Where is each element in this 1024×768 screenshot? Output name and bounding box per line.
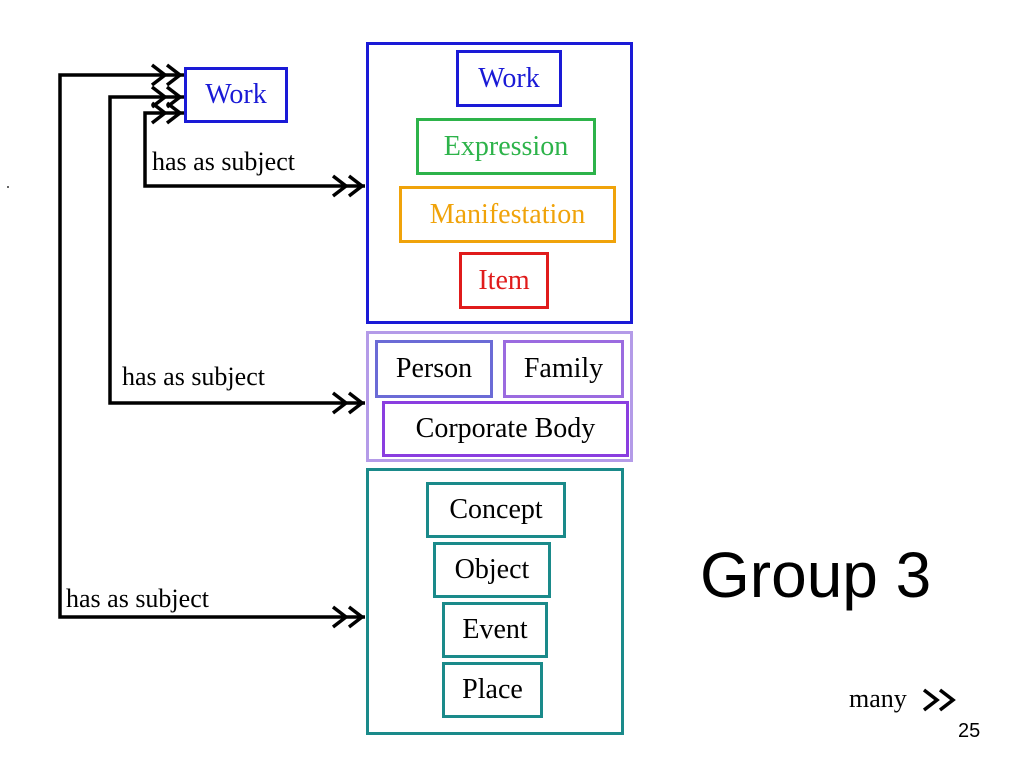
concept-label: Concept <box>449 494 543 525</box>
expression-box: Expression <box>416 118 596 175</box>
event-label: Event <box>462 614 528 645</box>
corporate-body-label: Corporate Body <box>415 413 596 444</box>
place-label: Place <box>462 674 523 705</box>
object-box: Object <box>433 542 551 598</box>
family-label: Family <box>523 353 604 384</box>
person-label: Person <box>395 353 473 384</box>
concept-box: Concept <box>426 482 566 538</box>
place-box: Place <box>442 662 543 718</box>
connector-group2 <box>108 95 365 405</box>
event-box: Event <box>442 602 548 658</box>
relationship-label-group1: has as subject <box>152 147 295 176</box>
object-label: Object <box>454 554 530 585</box>
connector-group3 <box>58 73 365 619</box>
manifestation-label: Manifestation <box>429 198 586 230</box>
relationship-label-group2: has as subject <box>122 362 265 391</box>
group1-work-box: Work <box>456 50 562 107</box>
work-entity-label: Work <box>205 79 267 110</box>
corporate-body-box: Corporate Body <box>382 401 629 457</box>
work-entity-box: Work <box>184 67 288 123</box>
manifestation-box: Manifestation <box>399 186 616 243</box>
group1-container <box>366 42 633 324</box>
slide-title: Group 3 <box>700 539 932 611</box>
page-number: 25 <box>958 720 981 742</box>
legend-label: many <box>849 684 907 713</box>
item-label: Item <box>478 264 530 296</box>
item-box: Item <box>459 252 549 309</box>
person-box: Person <box>375 340 493 398</box>
group2-container <box>366 331 633 462</box>
family-box: Family <box>503 340 624 398</box>
group3-container <box>366 468 624 735</box>
relationship-label-group3: has as subject <box>66 584 209 613</box>
group1-work-label: Work <box>478 62 540 94</box>
expression-label: Expression <box>443 130 569 162</box>
